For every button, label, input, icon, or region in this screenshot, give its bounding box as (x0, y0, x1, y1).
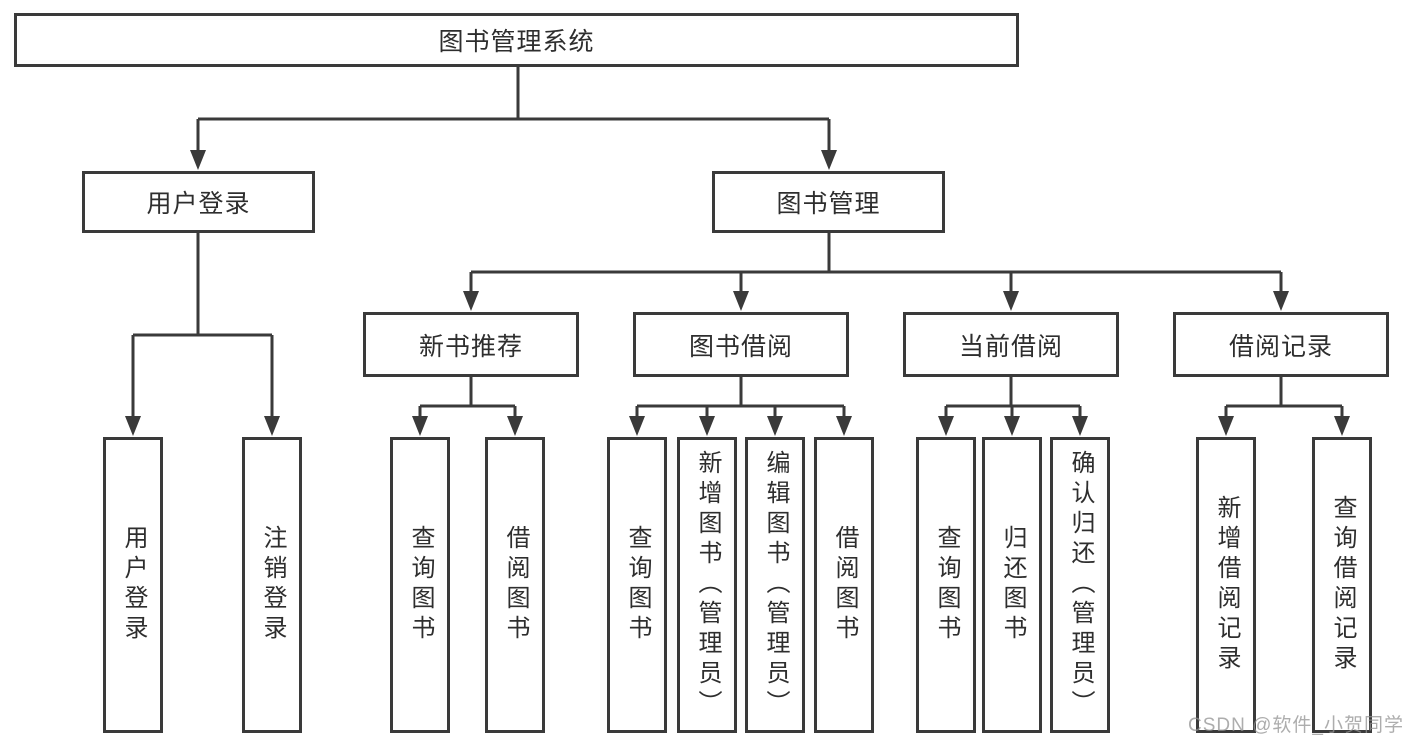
node-borrow-query-books: 查询图书 (607, 437, 667, 733)
node-confirm-return-admin-label: 确认归还（管理员） (1067, 450, 1094, 720)
arrowhead-icon (629, 416, 645, 436)
node-edit-books-admin: 编辑图书（管理员） (745, 437, 805, 733)
arrowhead-icon (836, 416, 852, 436)
connector-current-split (946, 377, 1080, 408)
node-borrow-books-label: 借阅图书 (831, 525, 858, 645)
node-confirm-return-admin: 确认归还（管理员） (1050, 437, 1110, 733)
node-logout-label: 注销登录 (259, 525, 286, 645)
connector-records-split (1226, 377, 1342, 408)
node-borrow-records: 借阅记录 (1173, 312, 1389, 377)
node-book-borrow-label: 图书借阅 (688, 332, 793, 361)
arrowhead-icon (463, 291, 479, 311)
arrowhead-icon (1334, 416, 1350, 436)
node-book-management: 图书管理 (712, 171, 945, 233)
arrowhead-icon (1273, 291, 1289, 311)
node-current-query-books: 查询图书 (916, 437, 976, 733)
arrowhead-icon (767, 416, 783, 436)
node-recommend-query-books: 查询图书 (390, 437, 450, 733)
watermark: CSDN @软件_小贺同学 (1188, 715, 1404, 736)
node-add-books-admin-label: 新增图书（管理员） (694, 450, 721, 720)
node-current-query-books-label: 查询图书 (933, 525, 960, 645)
node-add-borrow-record: 新增借阅记录 (1196, 437, 1256, 733)
node-root-label: 图书管理系统 (438, 28, 595, 56)
node-book-borrow: 图书借阅 (633, 312, 849, 377)
node-book-management-label: 图书管理 (776, 190, 881, 218)
node-recommend-query-books-label: 查询图书 (407, 525, 434, 645)
node-user-login-label: 用户登录 (146, 190, 251, 218)
node-logout: 注销登录 (242, 437, 302, 733)
node-new-book-recommend: 新书推荐 (363, 312, 579, 377)
arrowhead-icon (821, 150, 837, 170)
connector-root-split (198, 67, 829, 121)
arrowhead-icon (1218, 416, 1234, 436)
node-edit-books-admin-label: 编辑图书（管理员） (762, 450, 789, 720)
node-new-book-recommend-label: 新书推荐 (418, 332, 523, 361)
node-recommend-borrow-books-label: 借阅图书 (502, 525, 529, 645)
node-borrow-query-books-label: 查询图书 (624, 525, 651, 645)
node-return-books: 归还图书 (982, 437, 1042, 733)
node-user-login-leaf: 用户登录 (103, 437, 163, 733)
node-current-borrow: 当前借阅 (903, 312, 1119, 377)
node-borrow-books: 借阅图书 (814, 437, 874, 733)
connector-book-management-split (471, 233, 1281, 274)
node-current-borrow-label: 当前借阅 (958, 332, 1063, 361)
node-query-borrow-record-label: 查询借阅记录 (1329, 495, 1356, 675)
arrowhead-icon (1003, 291, 1019, 311)
node-user-login: 用户登录 (82, 171, 315, 233)
arrowhead-icon (264, 416, 280, 436)
node-return-books-label: 归还图书 (999, 525, 1026, 645)
arrowhead-icon (1004, 416, 1020, 436)
arrowhead-icon (699, 416, 715, 436)
arrowhead-icon (733, 291, 749, 311)
connector-recommend-split (420, 377, 515, 408)
arrowhead-icon (412, 416, 428, 436)
node-add-borrow-record-label: 新增借阅记录 (1213, 495, 1240, 675)
node-user-login-leaf-label: 用户登录 (120, 525, 147, 645)
arrowhead-icon (1072, 416, 1088, 436)
arrowhead-icon (938, 416, 954, 436)
node-recommend-borrow-books: 借阅图书 (485, 437, 545, 733)
connector-user-login-split (133, 233, 272, 337)
node-query-borrow-record: 查询借阅记录 (1312, 437, 1372, 733)
connector-borrow-split (637, 377, 844, 408)
node-add-books-admin: 新增图书（管理员） (677, 437, 737, 733)
node-root: 图书管理系统 (14, 13, 1019, 67)
arrowhead-icon (190, 150, 206, 170)
node-borrow-records-label: 借阅记录 (1228, 332, 1333, 361)
arrowhead-icon (125, 416, 141, 436)
arrowhead-icon (507, 416, 523, 436)
